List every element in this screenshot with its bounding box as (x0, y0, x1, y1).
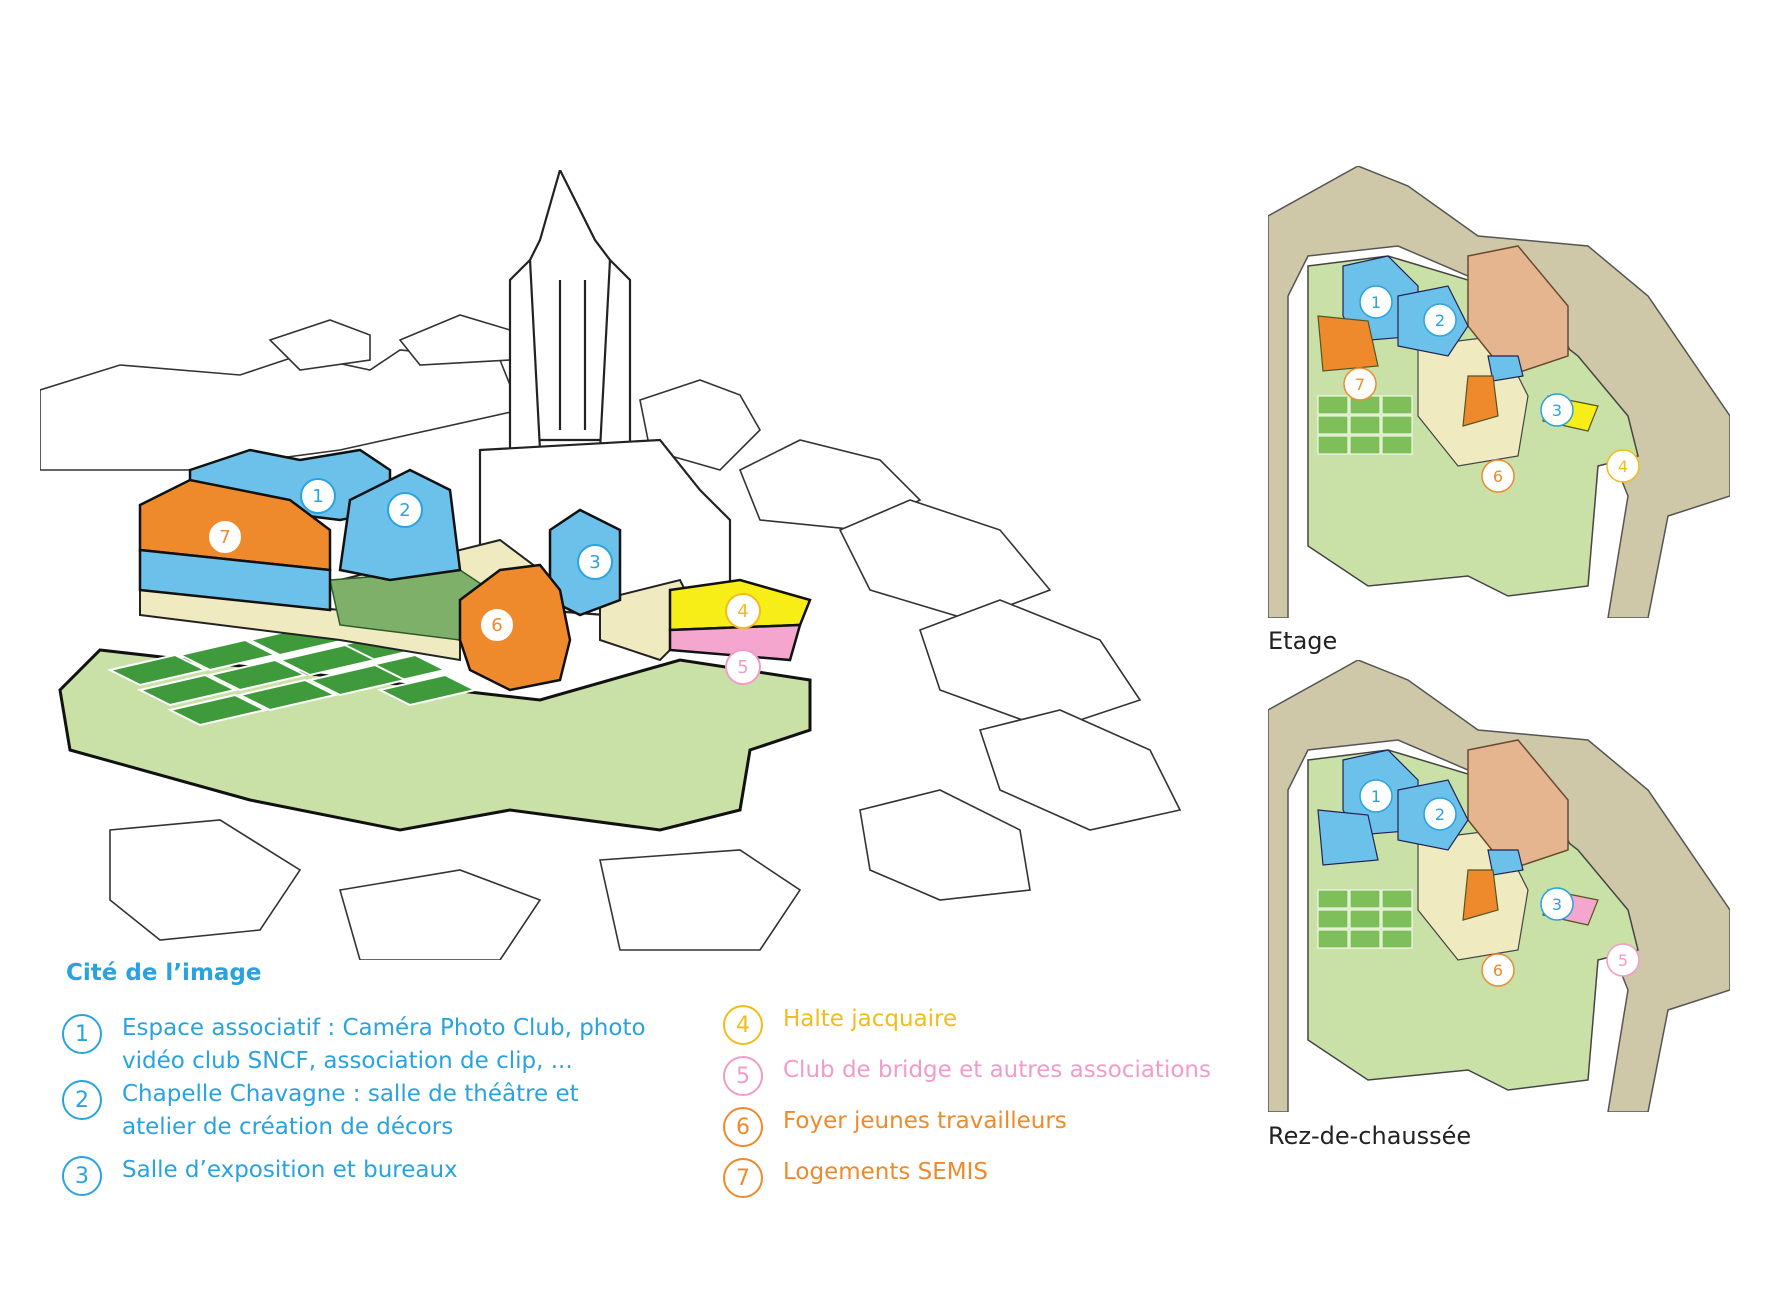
plan-upper-label: Etage (1268, 627, 1338, 655)
building-6 (458, 563, 572, 692)
legend-text-1: Espace associatif : Caméra Photo Club, p… (122, 1015, 646, 1074)
plan-top-num-2: 2 (1435, 311, 1445, 330)
axo-num-1: 1 (312, 486, 323, 507)
axo-num-7: 7 (219, 527, 230, 548)
legend-item-2: 2 Chapelle Chavagne : salle de théâtre e… (62, 1078, 702, 1144)
plan-top-badge-3 (1540, 393, 1574, 427)
plan-ground-floor: 1 2 3 6 5 (1268, 660, 1730, 1112)
legend-item-7: 7 Logements SEMIS (723, 1156, 1263, 1198)
plan-top-badges (1343, 285, 1640, 493)
building-7-ground (1317, 809, 1379, 866)
plan-top-num-1: 1 (1371, 293, 1381, 312)
axo-badges (207, 478, 761, 685)
axo-num-5: 5 (737, 657, 748, 678)
plan-bottom-num-2: 2 (1435, 805, 1445, 824)
building-7 (1317, 315, 1379, 372)
plan-upper-floor: 1 2 7 3 6 4 (1268, 166, 1730, 618)
legend-item-5: 5 Club de bridge et autres associations (723, 1054, 1263, 1096)
garden-plots (1317, 889, 1413, 949)
plan-top-badge-numbers: 1 2 7 3 6 4 (1355, 293, 1628, 486)
legend-badge-3: 3 (62, 1156, 102, 1196)
axo-num-3: 3 (589, 552, 600, 573)
plan-bottom-num-1: 1 (1371, 787, 1381, 806)
legend-badge-4: 4 (723, 1005, 763, 1045)
building-7-base (138, 548, 332, 612)
axo-badge-numbers: 1 2 7 3 6 4 5 (219, 486, 748, 678)
axo-num-2: 2 (399, 500, 410, 521)
plan-top-num-3: 3 (1552, 401, 1562, 420)
legend-title: Cité de l’image (66, 960, 262, 986)
axo-badge-2 (387, 492, 423, 528)
surrounding-buildings (40, 314, 1182, 960)
axo-badge-1 (300, 478, 336, 514)
legend-text-4: Halte jacquaire (783, 1006, 958, 1032)
plan-ground-label: Rez-de-chaussée (1268, 1122, 1472, 1150)
plan-top-badge-4 (1606, 449, 1640, 483)
axo-badge-7 (207, 519, 243, 555)
axo-num-4: 4 (737, 601, 748, 622)
plan-bottom-badge-1 (1359, 779, 1393, 813)
plan-top-badge-2 (1423, 303, 1457, 337)
plan-bottom-badge-6 (1481, 953, 1515, 987)
building-6 (1462, 375, 1499, 427)
building-6 (1462, 869, 1499, 921)
plan-top-num-7: 7 (1355, 375, 1365, 394)
legend-item-1: 1 Espace associatif : Caméra Photo Club,… (62, 1012, 702, 1078)
legend-item-3: 3 Salle d’exposition et bureaux (62, 1154, 702, 1196)
road (1268, 166, 1730, 618)
axo-badge-5 (725, 649, 761, 685)
plan-bottom-badge-3 (1540, 887, 1574, 921)
building-3 (1487, 849, 1524, 876)
plan-top-badge-1 (1359, 285, 1393, 319)
legend-text-7: Logements SEMIS (783, 1159, 989, 1185)
plan-bottom-badges (1359, 779, 1640, 987)
plan-bottom-badge-numbers: 1 2 3 6 5 (1371, 787, 1628, 980)
axo-badge-4 (725, 593, 761, 629)
plan-bottom-badge-5 (1606, 943, 1640, 977)
legend-badge-5: 5 (723, 1056, 763, 1096)
plan-bottom-badge-2 (1423, 797, 1457, 831)
building-5 (668, 623, 802, 662)
legend-text-5: Club de bridge et autres associations (783, 1057, 1211, 1083)
axonometric-sketch: 1 2 7 3 6 4 5 (40, 170, 1182, 960)
plan-top-badge-6 (1481, 459, 1515, 493)
axo-badge-3 (577, 544, 613, 580)
axo-badge-6 (479, 607, 515, 643)
plan-bottom-num-6: 6 (1493, 961, 1503, 980)
legend-item-4: 4 Halte jacquaire (723, 1003, 1263, 1045)
legend-item-6: 6 Foyer jeunes travailleurs (723, 1105, 1263, 1147)
road (1268, 660, 1730, 1112)
legend-text-6: Foyer jeunes travailleurs (783, 1108, 1067, 1134)
plan-top-num-6: 6 (1493, 467, 1503, 486)
legend-badge-2: 2 (62, 1080, 102, 1120)
garden-plots (1317, 395, 1413, 455)
legend-badge-1: 1 (62, 1014, 102, 1054)
plan-top-num-4: 4 (1618, 457, 1628, 476)
axo-num-6: 6 (491, 615, 502, 636)
legend-text-2: Chapelle Chavagne : salle de théâtre et … (122, 1081, 579, 1140)
plan-bottom-num-5: 5 (1618, 951, 1628, 970)
building-3 (1487, 355, 1524, 382)
legend-text-3: Salle d’exposition et bureaux (122, 1157, 458, 1183)
legend-badge-6: 6 (723, 1107, 763, 1147)
plan-top-badge-7 (1343, 367, 1377, 401)
plan-bottom-num-3: 3 (1552, 895, 1562, 914)
legend-badge-7: 7 (723, 1158, 763, 1198)
